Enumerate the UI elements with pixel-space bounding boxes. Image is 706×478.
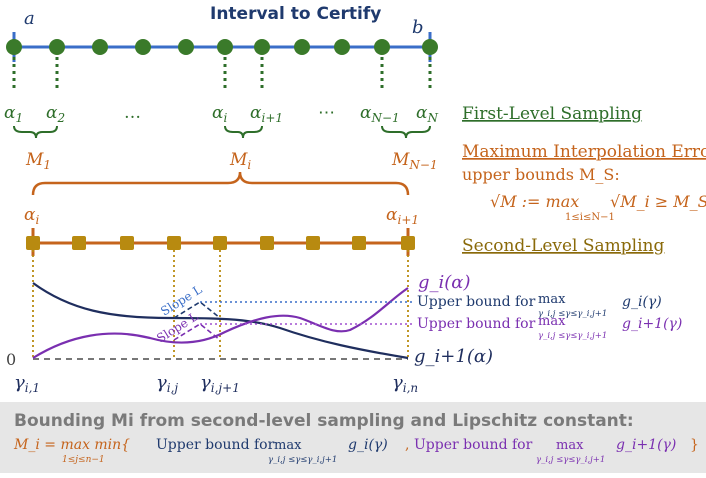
gamma-ij1: γi,j+1 [200, 372, 240, 395]
bottom-formula: M_i = max min{ 1≤j≤n−1 Upper bound for m… [13, 437, 699, 465]
formula-lhs: √M := max [490, 192, 579, 211]
interp-error-heading: Maximum Interpolation Error [462, 142, 706, 162]
node-2 [49, 39, 65, 55]
m-n1: MN−1 [391, 150, 438, 172]
bottom-comma: , [405, 437, 409, 453]
big-brace [31, 171, 410, 196]
alpha-1: α1 [4, 103, 23, 125]
m-1: M1 [25, 150, 51, 172]
bottom-formula-range: 1≤j≤n−1 [62, 455, 105, 465]
bottom-fn-1: g_i(γ) [348, 437, 388, 453]
gamma-drops [32, 250, 409, 360]
first-level-drops [12, 57, 432, 92]
first-level-heading: First-Level Sampling [462, 104, 642, 124]
ellipsis-2: ⋯ [318, 103, 335, 123]
node-3 [92, 39, 108, 55]
svg-text:γ_i,j ≤γ≤γ_i,j+1: γ_i,j ≤γ≤γ_i,j+1 [538, 309, 607, 319]
node-10 [374, 39, 390, 55]
slope-triangle-1 [173, 301, 221, 319]
bottom-op-range-1: γ_i,j ≤γ≤γ_i,j+1 [268, 455, 337, 465]
svg-text:Upper bound for: Upper bound for [417, 294, 536, 310]
node-4 [135, 39, 151, 55]
alpha-i: αi [212, 103, 227, 125]
svg-text:Upper bound for: Upper bound for [417, 316, 536, 332]
upper-bound-1: Upper bound for max γ_i,j ≤γ≤γ_i,j+1 g_i… [417, 292, 662, 319]
bottom-box [0, 402, 706, 473]
alpha-i-second: αi [24, 205, 39, 227]
endpoint-b: b [412, 17, 424, 38]
svg-text:γ_i,j ≤γ≤γ_i,j+1: γ_i,j ≤γ≤γ_i,j+1 [538, 331, 607, 341]
bottom-ub-1: Upper bound for [156, 437, 275, 453]
first-level-nodes [6, 39, 438, 55]
node-8 [294, 39, 310, 55]
alpha-labels: α1 α2 … αi αi+1 ⋯ αN−1 αN [4, 103, 438, 125]
formula-range: 1≤i≤N−1 [565, 212, 615, 223]
g-i-label: g_i(α) [418, 272, 470, 293]
alpha-2: α2 [46, 103, 65, 125]
node-9 [334, 39, 350, 55]
zero-label: 0 [6, 350, 16, 369]
slope-triangle-2 [173, 323, 221, 341]
title: Interval to Certify [210, 4, 381, 24]
g-i1-label: g_i+1(α) [414, 346, 493, 367]
m-labels: M1 Mi MN−1 [25, 150, 438, 172]
bottom-fn-2: g_i+1(γ) [616, 437, 676, 453]
curve-g-i1 [32, 282, 409, 360]
alpha-i1: αi+1 [250, 103, 283, 125]
node-7 [254, 39, 270, 55]
second-level-heading: Second-Level Sampling [462, 236, 664, 256]
gamma-labels: γi,1 γi,j γi,j+1 γi,n [14, 372, 418, 395]
node-1 [6, 39, 22, 55]
small-braces [13, 125, 431, 139]
ellipsis-1: … [124, 103, 141, 123]
alpha-i1-second: αi+1 [386, 205, 419, 227]
interp-error-sub: upper bounds M_S: [462, 165, 620, 184]
bottom-close-brace: } [690, 437, 699, 453]
node-6 [217, 39, 233, 55]
node-5 [178, 39, 194, 55]
svg-text:max: max [538, 314, 566, 329]
node-11 [422, 39, 438, 55]
second-level-nodes [26, 236, 415, 250]
interp-formula: √M := max 1≤i≤N−1 √M_i ≥ M_S [490, 192, 706, 223]
slope-label-2: Slope L [154, 309, 200, 345]
gamma-i1: γi,1 [14, 372, 40, 395]
bottom-formula-start: M_i = max min{ [13, 437, 130, 453]
bottom-heading: Bounding Mi from second-level sampling a… [14, 411, 634, 431]
bottom-op-range-2: γ_i,j ≤γ≤γ_i,j+1 [536, 455, 605, 465]
formula-rhs: √M_i ≥ M_S [610, 192, 706, 211]
alpha-n1: αN−1 [360, 103, 400, 125]
svg-text:g_i(γ): g_i(γ) [622, 294, 662, 310]
svg-text:g_i+1(γ): g_i+1(γ) [622, 316, 682, 332]
second-level-endpoints: αi αi+1 [24, 205, 419, 227]
curve-g-i [32, 287, 409, 359]
bottom-op-2: max [556, 438, 584, 453]
upper-bound-2: Upper bound for max γ_i,j ≤γ≤γ_i,j+1 g_i… [417, 314, 682, 341]
bottom-op-1: max [274, 438, 302, 453]
gamma-in: γi,n [392, 372, 418, 395]
bottom-ub-2: Upper bound for [414, 437, 533, 453]
endpoint-a: a [24, 8, 35, 29]
alpha-n: αN [416, 103, 438, 125]
m-i: Mi [229, 150, 251, 172]
gamma-ij: γi,j [156, 372, 178, 395]
svg-text:max: max [538, 292, 566, 307]
